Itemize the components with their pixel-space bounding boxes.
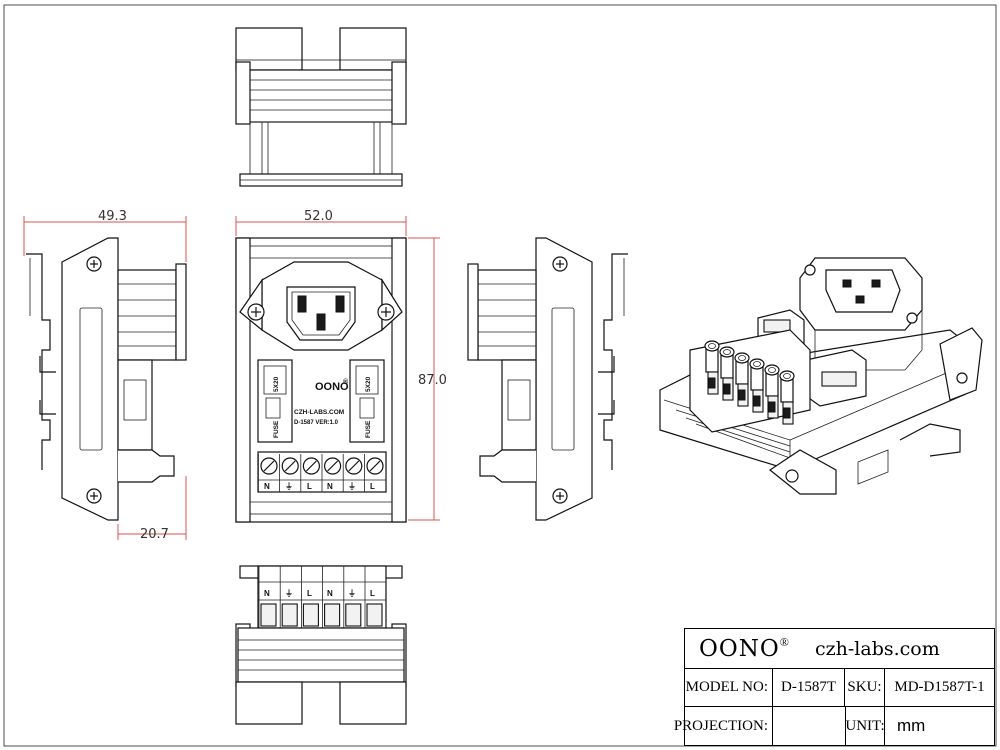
bottom-terminal-label-n2: N: [327, 589, 333, 598]
title-website: czh-labs.com: [815, 637, 940, 660]
title-brand-symbol: ®: [779, 635, 789, 649]
terminal-slot: [345, 603, 362, 627]
terminal-slot: [366, 603, 383, 627]
iso-screw-icon: [785, 469, 799, 483]
iso-inlet-pin: [855, 295, 865, 304]
front-terminal-label-ground1: ⏚: [285, 482, 293, 491]
front-model-version: D-1587 VER:1.0: [294, 420, 339, 426]
front-terminal-label-ground2: ⏚: [348, 482, 356, 491]
front-brand-symbol: ®: [343, 378, 349, 386]
dimension-lines: [23, 216, 440, 540]
right-side-view: [467, 237, 628, 521]
front-terminal-label-l2: L: [370, 482, 375, 491]
right-fuse-size: 5X20: [365, 376, 372, 392]
iso-inlet-pin: [842, 279, 852, 288]
unit-value: mm: [897, 716, 926, 735]
title-model-row: MODEL NO: D-1587T SKU: MD-D1587T-1: [685, 669, 994, 707]
isometric-view: [659, 257, 983, 495]
iso-terminal-post: [734, 352, 750, 364]
title-brand-row: OONO ® czh-labs.com: [685, 629, 994, 669]
front-brand-mark: OONO: [315, 381, 349, 393]
iso-terminal-post: [719, 346, 735, 358]
front-terminal-screws: [257, 454, 384, 492]
front-terminal-label-l1: L: [307, 482, 312, 491]
title-projection-row: PROJECTION: UNIT: mm: [674, 707, 994, 745]
bottom-view: [235, 565, 407, 725]
model-value: D-1587T: [781, 679, 836, 695]
left-fuse-label: FUSE: [273, 420, 280, 438]
front-view: [235, 237, 407, 523]
front-website-label: CZH-LABS.COM: [294, 409, 344, 416]
iso-inlet-pin: [871, 279, 881, 288]
terminal-slot: [260, 603, 277, 627]
iso-terminal-post: [764, 364, 780, 376]
dimension-depth: 20.7: [140, 527, 169, 542]
model-label: MODEL NO:: [685, 679, 768, 695]
bottom-terminal-label-l2: L: [370, 589, 375, 598]
projection-label: PROJECTION:: [673, 717, 768, 734]
iso-terminal-post: [704, 340, 720, 352]
front-terminal-label-n2: N: [327, 482, 333, 491]
bottom-terminal-label-ground2: ⏚: [348, 589, 356, 598]
iso-screw-icon: [956, 372, 968, 384]
right-fuse-label: FUSE: [365, 420, 372, 438]
left-side-view: [26, 237, 187, 521]
bottom-terminal-label-ground1: ⏚: [285, 589, 293, 598]
iso-flange-screw-icon: [804, 264, 816, 276]
sku-value: MD-D1587T-1: [894, 679, 985, 695]
bottom-terminal-slots: [258, 566, 383, 628]
left-fuse-size: 5X20: [273, 376, 280, 392]
drawing-border: [3, 4, 997, 747]
title-brand: OONO: [699, 635, 780, 662]
unit-label: UNIT:: [845, 717, 885, 734]
top-view: [235, 27, 407, 187]
terminal-slot: [281, 603, 298, 627]
dimension-height: 87.0: [418, 373, 447, 388]
bottom-terminal-label-n1: N: [264, 589, 270, 598]
dimension-side-width: 49.3: [98, 209, 127, 224]
iso-flange-screw-icon: [906, 312, 918, 324]
front-terminal-label-n1: N: [264, 482, 270, 491]
dimension-front-width: 52.0: [304, 209, 333, 224]
terminal-slot: [302, 603, 319, 627]
iso-terminal-posts: [704, 340, 795, 425]
bottom-terminal-label-l1: L: [307, 589, 312, 598]
iso-terminal-post: [749, 358, 765, 370]
title-block: OONO ® czh-labs.com MODEL NO: D-1587T SK…: [674, 628, 995, 746]
terminal-slot: [324, 603, 341, 627]
iso-terminal-post: [779, 370, 795, 382]
sku-label: SKU:: [847, 679, 882, 695]
